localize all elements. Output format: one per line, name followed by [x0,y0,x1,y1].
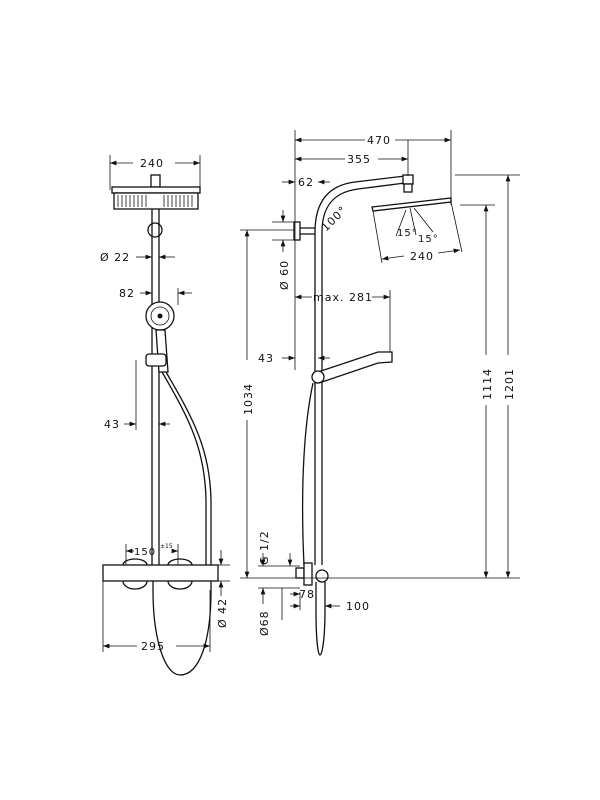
side-hand-shower [317,351,393,383]
dim-head-height: 1114 [481,368,494,400]
dim-head-width: 240 [140,157,164,170]
dim-total-height: 1201 [503,368,516,400]
dim-thermostat-tolerance: ±15 [160,543,173,550]
side-hose [301,382,314,566]
side-lower-hose [315,582,326,656]
dim-arm-reach: 355 [347,153,371,166]
dim-tilt-left: 15° [397,228,418,239]
side-slider [311,370,325,384]
dim-valve-diameter: Ø68 [258,610,271,636]
side-view: 470 355 62 100° 15° 15° 240 Ø 60 max. 28… [240,130,520,656]
dim-bracket-diameter: Ø 60 [278,260,291,290]
valve-body [315,569,329,583]
front-view: 240 Ø 22 82 43 150 ±15 Ø 42 295 [100,155,230,676]
dim-side-slider-offset: 43 [258,352,274,365]
dim-hand-shower-offset: 82 [119,287,135,300]
dim-thermostat-spacing: 150 [134,547,156,558]
dim-tilt-right: 15° [418,234,439,245]
dim-valve-depth-1: 78 [299,588,315,601]
dim-slider-offset: 43 [104,418,120,431]
side-riser-pipe [314,232,323,565]
dim-thermostat-diameter: Ø 42 [216,598,229,628]
head-connector [150,174,161,188]
side-shower-head [371,197,452,212]
arm-elbow [402,174,414,185]
dim-valve-depth-2: 100 [346,600,370,613]
dim-side-head-width: 240 [410,250,434,263]
shower-arm [314,175,406,233]
valve-inlet [295,567,305,579]
overhead-shower-nozzles [113,192,199,210]
wall-bracket [147,222,163,238]
dim-wall-offset: 62 [298,176,314,189]
dim-total-depth: 470 [367,134,391,147]
dim-pipe-diameter: Ø 22 [100,251,130,264]
lower-hose [152,581,212,676]
dim-hand-reach: max. 281 [313,291,373,304]
overhead-shower-head [111,186,201,194]
dim-bracket-height: 1034 [242,383,255,415]
slider [145,353,167,367]
hose [161,371,207,565]
thermostat-body [102,564,219,582]
riser-pipe [151,209,160,565]
dim-thermostat-width: 295 [141,640,165,653]
dim-thread: G 1/2 [258,530,271,565]
side-wall-bracket [293,221,301,241]
